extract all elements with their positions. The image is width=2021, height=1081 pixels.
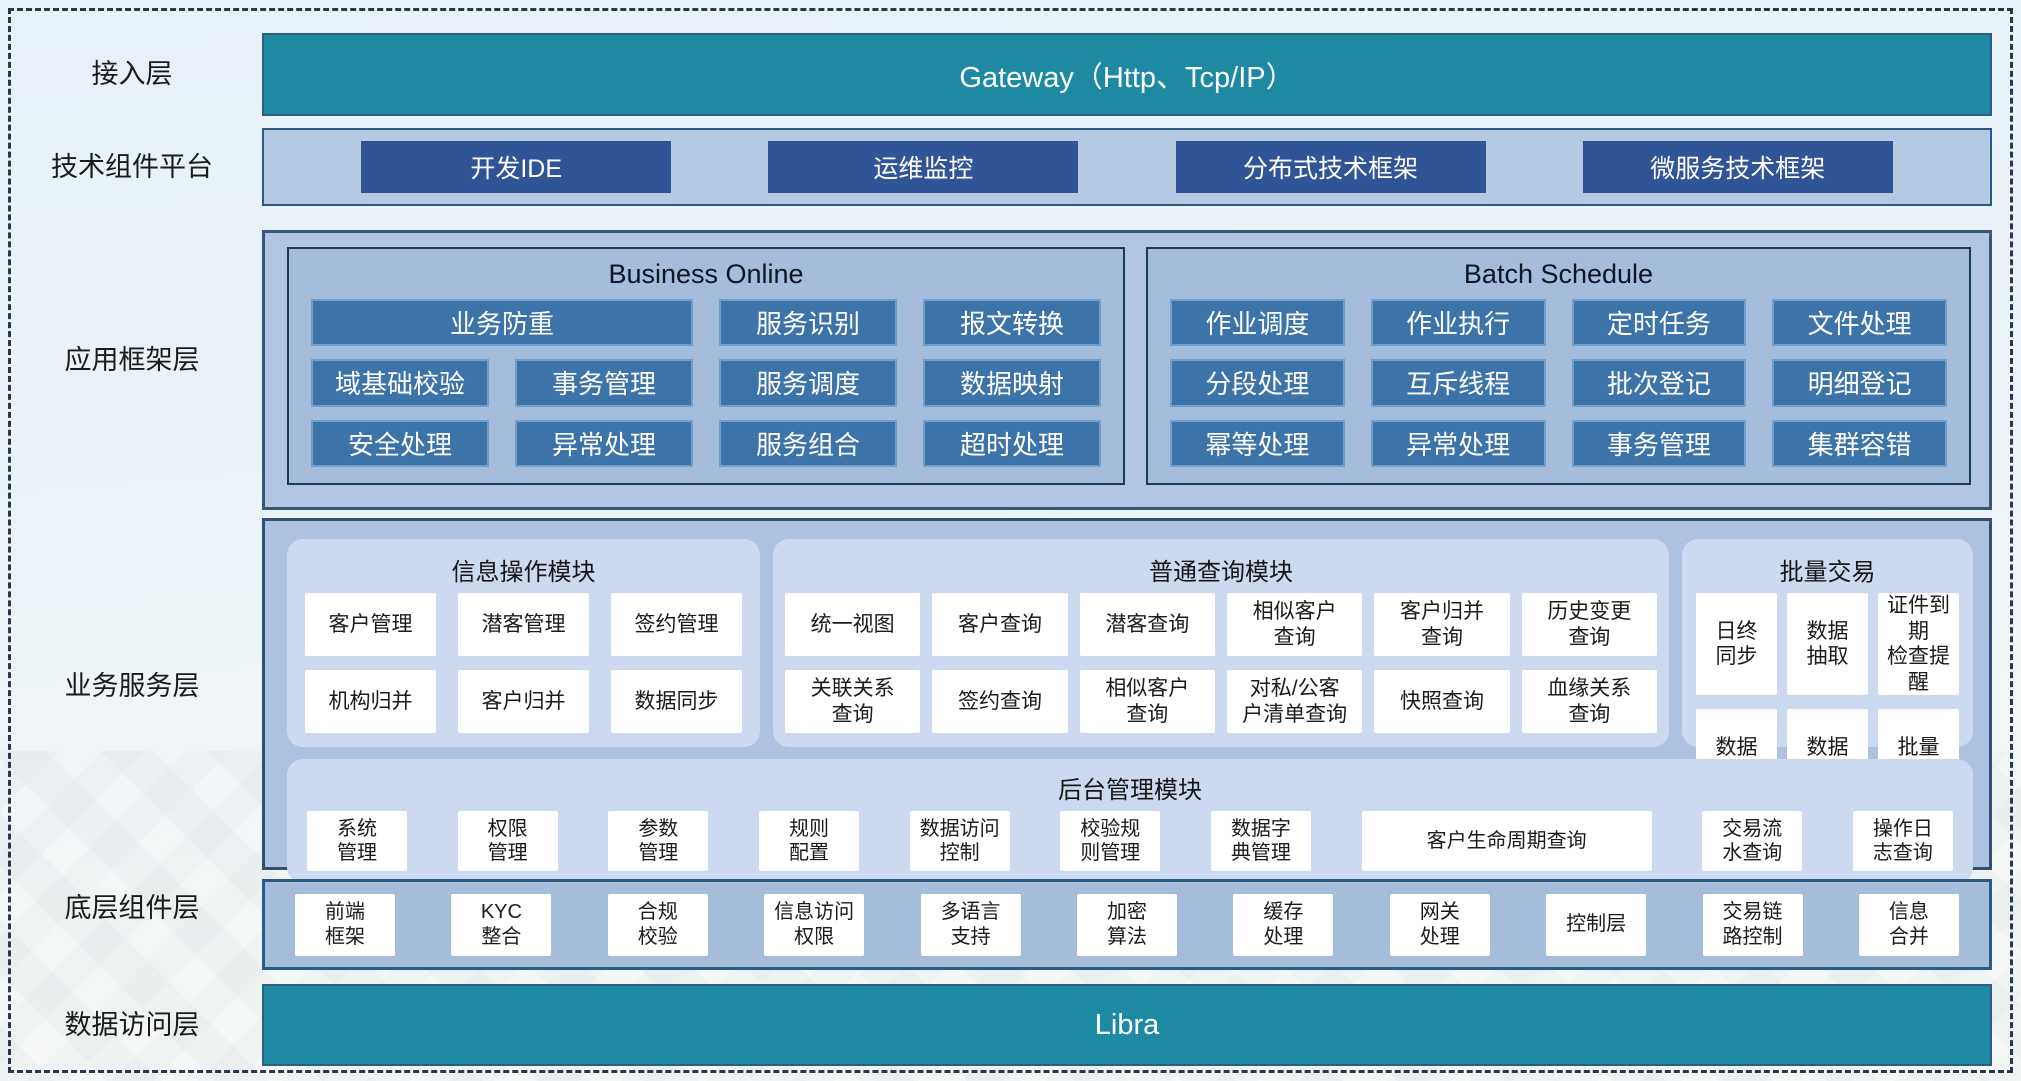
query-module-block: 相似客户 查询: [1079, 670, 1215, 733]
batch-schedule-block: 异常处理: [1370, 419, 1546, 467]
component-block: 缓存 处理: [1233, 893, 1334, 956]
info-operation-block: 客户归并: [458, 670, 589, 733]
components-band: 前端 框架 KYC 整合合规 校验信息访问 权限多语言 支持加密 算法缓存 处理网…: [262, 879, 1992, 970]
batch-schedule-block: 互斥线程: [1370, 359, 1546, 407]
info-operation-block: 客户管理: [305, 593, 436, 656]
layer-label-access: 接入层: [91, 59, 173, 89]
batch-schedule-grid: 作业调度作业执行定时任务文件处理分段处理互斥线程批次登记明细登记幂等处理异常处理…: [1148, 299, 1969, 483]
layer-label-components: 底层组件层: [64, 893, 200, 923]
info-operation-block: 机构归并: [305, 670, 436, 733]
admin-module-block: 数据字 典管理: [1210, 811, 1311, 871]
tech-platform-block: 分布式技术框架: [1175, 141, 1486, 193]
business-service-top-row: 信息操作模块 客户管理潜客管理签约管理机构归并客户归并数据同步 普通查询模块 统…: [287, 539, 1973, 812]
component-block: 信息访问 权限: [764, 893, 865, 956]
info-operation-module: 信息操作模块 客户管理潜客管理签约管理机构归并客户归并数据同步: [287, 539, 760, 747]
query-module-block: 客户归并 查询: [1374, 593, 1510, 656]
info-operation-title: 信息操作模块: [451, 559, 596, 586]
admin-module-title: 后台管理模块: [1058, 777, 1202, 804]
layer-label-tech: 技术组件平台: [51, 152, 213, 182]
component-block: 控制层: [1546, 893, 1647, 956]
tech-platform-band: 开发IDE 运维监控 分布式技术框架 微服务技术框架: [262, 128, 1992, 206]
component-block: 前端 框架: [295, 893, 395, 956]
info-operation-block: 数据同步: [611, 670, 742, 733]
component-block: 网关 处理: [1389, 893, 1490, 956]
info-operation-block: 签约管理: [611, 593, 742, 656]
business-service-band: 信息操作模块 客户管理潜客管理签约管理机构归并客户归并数据同步 普通查询模块 统…: [262, 518, 1992, 883]
batch-schedule-block: 集群容错: [1772, 419, 1947, 467]
info-operation-grid: 客户管理潜客管理签约管理机构归并客户归并数据同步: [305, 593, 742, 733]
admin-module-block: 数据访问 控制: [909, 811, 1010, 871]
batch-trade-block: 日终 同步: [1696, 593, 1777, 696]
business-online-grid: 业务防重服务识别报文转换域基础校验事务管理服务调度数据映射安全处理异常处理服务组…: [289, 299, 1123, 483]
business-online-title: Business Online: [608, 259, 804, 289]
admin-module-block: 校验规 则管理: [1060, 811, 1161, 871]
tech-platform-block: 开发IDE: [361, 141, 672, 193]
business-online-block: 域基础校验: [311, 359, 489, 407]
batch-schedule-block: 批次登记: [1571, 359, 1747, 407]
query-module: 普通查询模块 统一视图客户查询潜客查询相似客户 查询客户归并 查询历史变更 查询…: [773, 539, 1669, 747]
layer-label-appframe: 应用框架层: [64, 345, 200, 375]
batch-schedule-block: 作业调度: [1170, 299, 1345, 347]
batch-schedule-block: 分段处理: [1170, 359, 1345, 407]
tech-platform-block: 微服务技术框架: [1582, 141, 1893, 193]
business-online-box: Business Online 业务防重服务识别报文转换域基础校验事务管理服务调…: [287, 247, 1125, 485]
query-module-block: 统一视图: [785, 593, 921, 656]
admin-module-row: 系统 管理权限 管理参数 管理规则 配置数据访问 控制校验规 则管理数据字 典管…: [307, 811, 1953, 871]
layer-label-data: 数据访问层: [64, 1010, 200, 1040]
query-module-block: 相似客户 查询: [1226, 593, 1363, 656]
admin-module-block: 操作日 志查询: [1852, 811, 1953, 871]
query-module-block: 潜客查询: [1079, 593, 1215, 656]
query-module-block: 关联关系 查询: [785, 670, 921, 733]
admin-module-block: 权限 管理: [457, 811, 558, 871]
business-online-block: 数据映射: [923, 359, 1101, 407]
query-module-block: 客户查询: [932, 593, 1068, 656]
batch-trade-block: 数据 抽取: [1787, 593, 1868, 696]
query-module-block: 签约查询: [932, 670, 1068, 733]
business-online-block: 服务组合: [719, 419, 897, 467]
batch-schedule-block: 幂等处理: [1170, 419, 1345, 467]
app-framework-band: Business Online 业务防重服务识别报文转换域基础校验事务管理服务调…: [262, 230, 1992, 510]
batch-schedule-block: 明细登记: [1772, 359, 1947, 407]
query-module-block: 血缘关系 查询: [1521, 670, 1657, 733]
component-block: KYC 整合: [451, 893, 552, 956]
component-block: 交易链 路控制: [1702, 893, 1803, 956]
query-module-block: 快照查询: [1374, 670, 1510, 733]
batch-trade-block: 证件到期 检查提醒: [1878, 593, 1959, 696]
query-module-grid: 统一视图客户查询潜客查询相似客户 查询客户归并 查询历史变更 查询关联关系 查询…: [785, 593, 1657, 733]
admin-module-block: 规则 配置: [758, 811, 859, 871]
tech-platform-block: 运维监控: [768, 141, 1079, 193]
business-online-block: 事务管理: [515, 359, 693, 407]
business-online-block: 服务识别: [719, 299, 897, 347]
batch-trade-title: 批量交易: [1779, 559, 1876, 586]
business-online-block: 报文转换: [923, 299, 1101, 347]
admin-module-block: 客户生命周期查询: [1361, 811, 1652, 871]
admin-module-block: 参数 管理: [608, 811, 709, 871]
component-block: 多语言 支持: [920, 893, 1021, 956]
libra-bar: Libra: [262, 984, 1992, 1066]
business-online-block: 超时处理: [923, 419, 1101, 467]
business-online-block: 异常处理: [515, 419, 693, 467]
business-online-block: 服务调度: [719, 359, 897, 407]
business-online-block: 业务防重: [311, 299, 693, 347]
admin-module: 后台管理模块 系统 管理权限 管理参数 管理规则 配置数据访问 控制校验规 则管…: [287, 759, 1973, 883]
batch-schedule-title: Batch Schedule: [1463, 259, 1654, 289]
component-block: 加密 算法: [1076, 893, 1177, 956]
batch-schedule-block: 作业执行: [1370, 299, 1546, 347]
query-module-block: 对私/公客 户清单查询: [1226, 670, 1363, 733]
business-online-block: 安全处理: [311, 419, 489, 467]
batch-schedule-block: 事务管理: [1571, 419, 1747, 467]
info-operation-block: 潜客管理: [458, 593, 589, 656]
admin-module-block: 交易流 水查询: [1702, 811, 1803, 871]
admin-module-block: 系统 管理: [307, 811, 407, 871]
batch-schedule-block: 文件处理: [1772, 299, 1947, 347]
batch-schedule-box: Batch Schedule 作业调度作业执行定时任务文件处理分段处理互斥线程批…: [1146, 247, 1971, 485]
batch-schedule-block: 定时任务: [1571, 299, 1747, 347]
query-module-title: 普通查询模块: [1149, 559, 1293, 586]
layer-label-business: 业务服务层: [64, 671, 200, 701]
query-module-block: 历史变更 查询: [1521, 593, 1657, 656]
component-block: 信息 合并: [1858, 893, 1959, 956]
component-block: 合规 校验: [607, 893, 708, 956]
gateway-bar: Gateway（Http、Tcp/IP）: [262, 33, 1992, 116]
